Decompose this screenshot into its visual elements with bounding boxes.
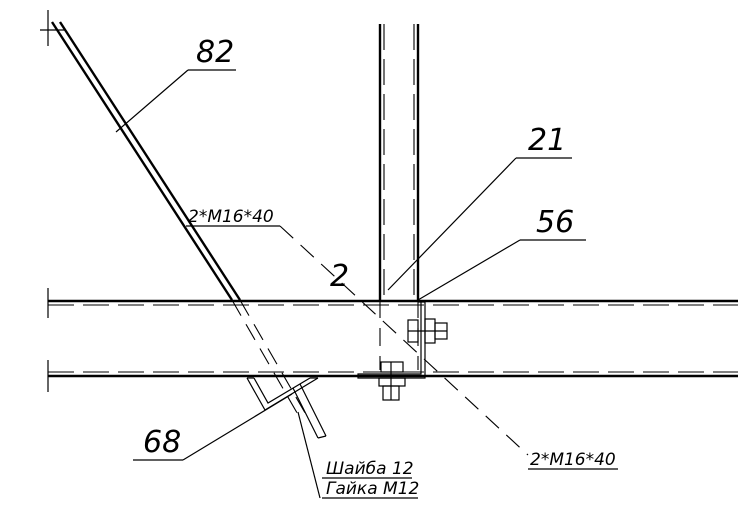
label-part-68: 68 [143,425,181,460]
label-washer: Шайба 12 [326,459,414,479]
channel-bracket [246,377,319,411]
label-part-56: 56 [536,205,574,240]
bolt-side [407,318,448,344]
bolt-bottom [378,361,406,401]
label-part-21: 21 [528,123,566,158]
angle-bracket [357,301,426,379]
label-bolt-bottom: 2*M16*40 [530,450,616,470]
label-nut: Гайка М12 [326,479,419,499]
diagonal-brace [40,10,327,439]
leader-lines [115,69,618,499]
label-part-82: 82 [196,35,234,70]
label-bolt-top: 2*M16*40 [188,207,274,227]
horizontal-beam [47,288,738,392]
construction-line [279,225,529,456]
label-part-2: 2 [330,259,349,294]
vertical-post [378,24,420,370]
